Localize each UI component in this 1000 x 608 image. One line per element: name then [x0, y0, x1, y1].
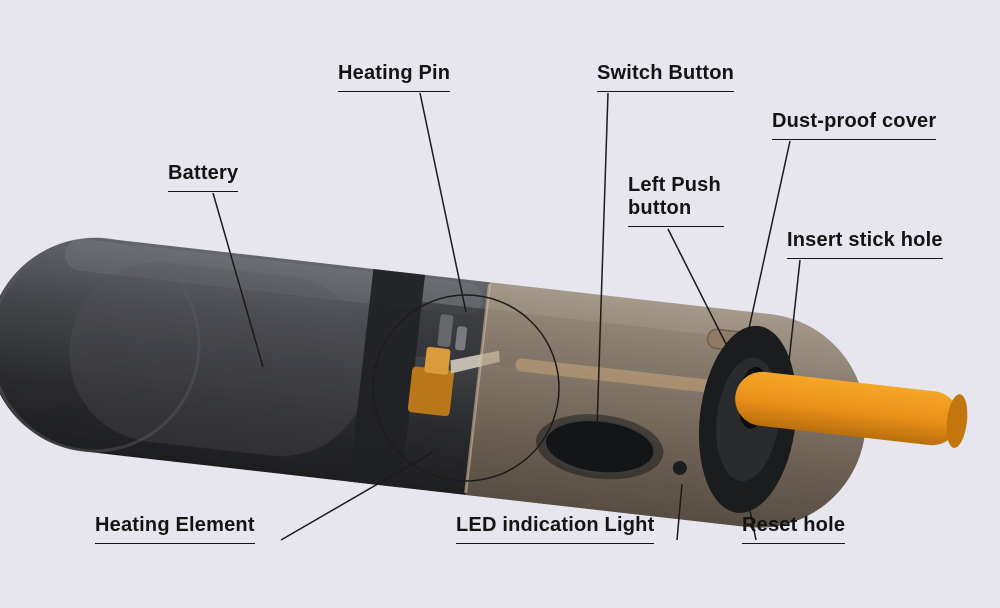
label-left-push-button: Left Push button: [628, 174, 724, 227]
label-reset-hole: Reset hole: [742, 514, 846, 544]
leader-insert-stick-hole: [787, 259, 801, 371]
label-battery: Battery: [168, 162, 239, 192]
label-heating-pin: Heating Pin: [338, 62, 451, 92]
leader-heating-element: [280, 451, 434, 541]
leader-dust-proof-cover: [745, 140, 791, 343]
leader-led-indication-light: [676, 483, 683, 541]
mid-band: [349, 269, 426, 488]
label-switch-button: Switch Button: [597, 62, 735, 92]
heating-element-top: [424, 346, 451, 375]
device-illustration: [0, 237, 968, 528]
label-led-indication-light: LED indication Light: [456, 514, 655, 544]
leader-left-push-button: [667, 228, 730, 351]
heating-pin-mount: [437, 314, 454, 347]
tobacco-stick-end: [946, 394, 968, 448]
heating-element-part: [407, 366, 454, 417]
label-dust-proof-cover: Dust-proof cover: [772, 110, 937, 140]
leader-battery: [212, 192, 264, 368]
tobacco-stick: [735, 371, 960, 446]
leader-heating-pin: [419, 92, 467, 313]
leader-reset-hole: [744, 485, 757, 541]
label-heating-element: Heating Element: [95, 514, 255, 544]
focus-circle: [372, 294, 560, 482]
leader-lines: [212, 92, 801, 541]
battery-section: [69, 262, 370, 457]
heating-pin-mount-2: [455, 326, 468, 351]
leader-switch-button: [596, 92, 609, 429]
switch-button-part: [543, 419, 656, 475]
label-insert-stick-hole: Insert stick hole: [787, 229, 943, 259]
cover-seam: [464, 284, 491, 494]
led-dot: [672, 460, 687, 475]
